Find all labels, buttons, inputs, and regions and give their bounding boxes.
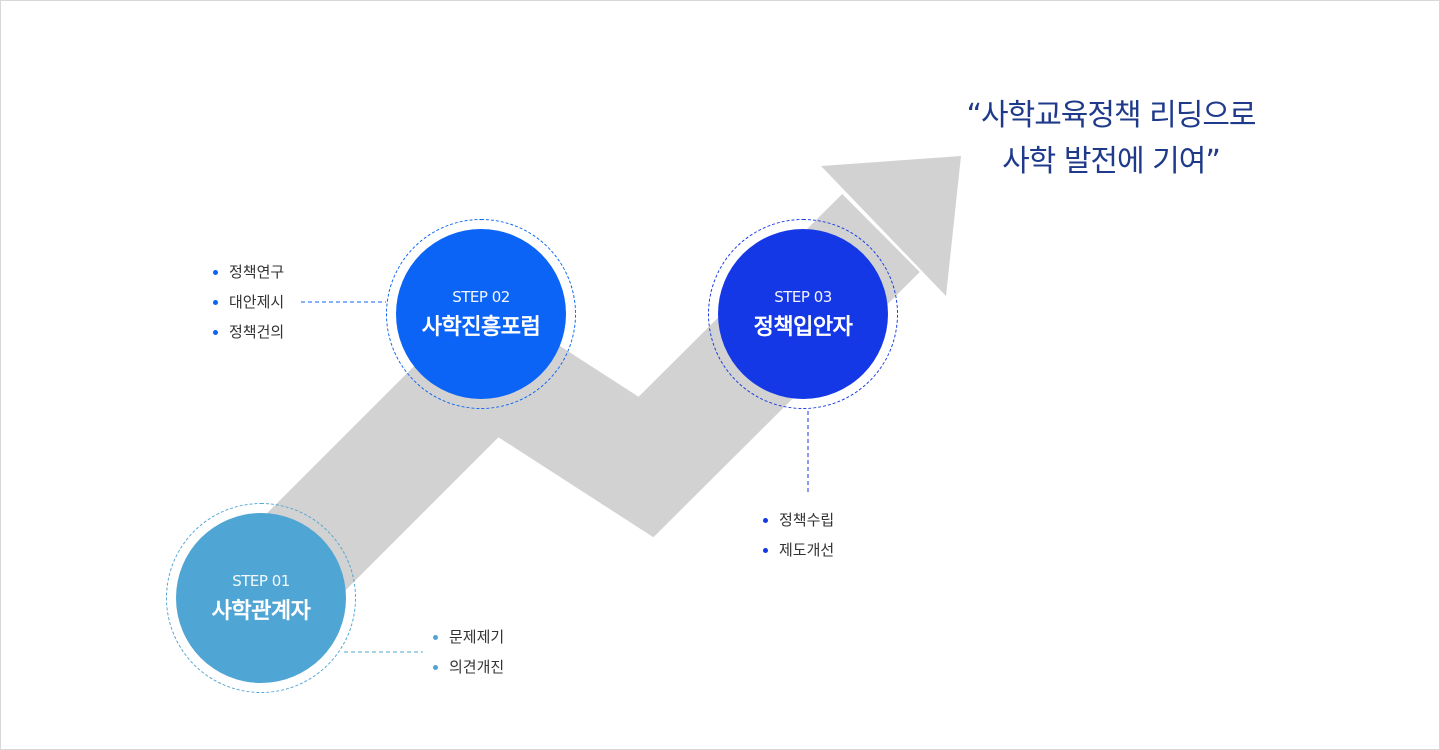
- step2-ring: [386, 219, 576, 409]
- step3-list: 정책수립 제도개선: [763, 505, 834, 565]
- quote-line-2: 사학 발전에 기여”: [1002, 144, 1221, 179]
- step3-number: STEP 03: [774, 287, 832, 306]
- list-item: 제도개선: [763, 535, 834, 565]
- step3-ring: [708, 219, 898, 409]
- step1-ring: [166, 503, 356, 693]
- step3-circle: STEP 03 정책입안자: [718, 229, 888, 399]
- list-item: 의견개진: [433, 652, 504, 682]
- arrow-head: [821, 156, 961, 296]
- step2-circle: STEP 02 사학진흥포럼: [396, 229, 566, 399]
- list-item: 정책수립: [763, 505, 834, 535]
- quote-line-1: “사학교육정책 리딩으로: [966, 98, 1256, 133]
- list-item: 문제제기: [433, 622, 504, 652]
- step2-number: STEP 02: [452, 287, 510, 306]
- list-item: 정책건의: [213, 317, 284, 347]
- step3-title: 정책입안자: [753, 314, 853, 340]
- list-item: 정책연구: [213, 257, 284, 287]
- step1-number: STEP 01: [232, 571, 290, 590]
- list-item: 대안제시: [213, 287, 284, 317]
- step1-title: 사학관계자: [211, 598, 311, 624]
- step2-list: 정책연구 대안제시 정책건의: [213, 257, 284, 347]
- step2-title: 사학진흥포럼: [421, 314, 541, 340]
- step1-list: 문제제기 의견개진: [433, 622, 504, 682]
- step1-circle: STEP 01 사학관계자: [176, 513, 346, 683]
- goal-quote: “사학교육정책 리딩으로 사학 발전에 기여”: [911, 93, 1311, 185]
